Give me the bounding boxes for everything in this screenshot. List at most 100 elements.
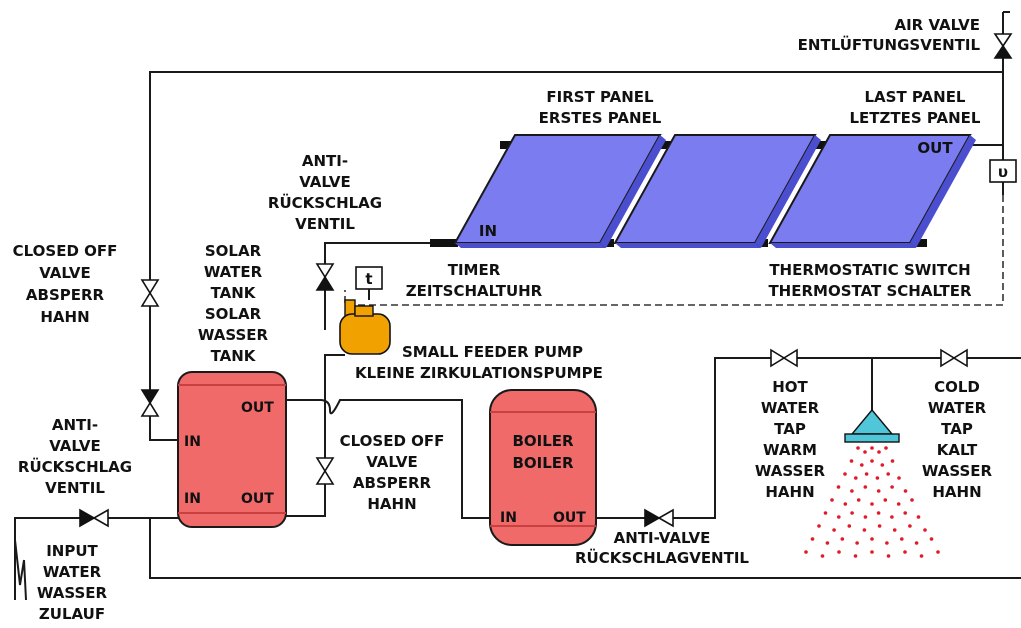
spray-drop: [886, 554, 891, 558]
solar-panel-1: [453, 134, 666, 248]
spray-drop: [855, 541, 859, 545]
anti-valve-left-label-3: VENTIL: [45, 479, 105, 497]
spray-drop: [870, 537, 874, 541]
labels: AIR VALVE ENTLÜFTUNGSVENTIL FIRST PANEL …: [13, 16, 993, 623]
air-valve-label-0: AIR VALVE: [894, 16, 980, 34]
closed-off-valve-left: [140, 279, 160, 307]
spray-drop: [864, 472, 869, 476]
hot-tap-label-4: WASSER: [755, 462, 826, 480]
spray-drop: [903, 511, 907, 515]
solar-tank-label-0: SOLAR: [205, 242, 262, 260]
timer-symbol: t: [365, 270, 372, 288]
pipe-pump-to-panels: [324, 242, 460, 330]
pipe-right-down: [970, 144, 1004, 195]
hot-tap-label-5: HAHN: [765, 483, 814, 501]
anti-valve-bottom-label-1: RÜCKSCHLAGVENTIL: [575, 548, 749, 567]
spray-drop: [856, 446, 860, 450]
spray-drop: [843, 502, 848, 506]
pump-label-0: SMALL FEEDER PUMP: [402, 343, 583, 361]
thermo-switch-label-0: THERMOSTATIC SWITCH: [769, 261, 970, 279]
spray-drop: [863, 485, 868, 489]
anti-valve-top-label-1: VALVE: [299, 173, 351, 191]
spray-drop: [825, 541, 830, 545]
spray-drop: [856, 498, 861, 502]
spray-drop: [876, 489, 881, 493]
feeder-pump: [339, 299, 391, 355]
spray-drop: [880, 463, 885, 467]
input-label-0: INPUT: [46, 542, 98, 560]
cold-tap-label-2: TAP: [941, 420, 973, 438]
panel-connector-2: [810, 141, 834, 149]
spray-drop: [916, 515, 921, 519]
pipe-bottom-return: [149, 518, 1021, 579]
spray-drop: [929, 537, 934, 541]
solar-tank-label-4: WASSER: [198, 326, 269, 344]
last-panel-label-1: LETZTES PANEL: [849, 109, 980, 127]
spray-drop: [836, 485, 841, 489]
input-label-2: WASSER: [37, 584, 108, 602]
spray-drop: [876, 511, 881, 515]
anti-valve-top: [315, 263, 335, 291]
hot-tap-label-1: WATER: [761, 399, 820, 417]
thermostat-icon: [989, 159, 1017, 183]
solar-panel-2: [613, 134, 821, 248]
air-valve: [993, 33, 1013, 59]
spray-drop: [849, 459, 854, 463]
closed-off-valve-middle: [315, 457, 335, 485]
first-panel-label-0: FIRST PANEL: [546, 88, 654, 106]
cold-water-tap: [940, 348, 968, 368]
spray-drop: [850, 511, 854, 515]
boiler-label-0: BOILER: [512, 432, 574, 450]
input-anti-valve: [79, 508, 109, 528]
spray-drop: [908, 524, 912, 528]
cold-tap-label-3: KALT: [937, 441, 978, 459]
spray-drop: [903, 489, 908, 493]
spray-drop: [843, 472, 847, 476]
spray-drop: [863, 450, 867, 454]
closed-off-left-label-1: VALVE: [39, 264, 91, 282]
first-panel-label-1: ERSTES PANEL: [539, 109, 662, 127]
spray-drop: [837, 550, 841, 554]
spray-drop: [892, 528, 897, 532]
cold-tap-label-4: WASSER: [922, 462, 993, 480]
closed-off-left-label-2: ABSPERR: [26, 286, 105, 304]
solar-tank-label-2: TANK: [211, 284, 257, 302]
panel-out-label: OUT: [917, 139, 953, 157]
tank-out-bottom-label: OUT: [241, 491, 274, 507]
spray-drop: [936, 550, 940, 554]
anti-valve-left-label-2: RÜCKSCHLAG: [18, 457, 132, 476]
input-squiggle: [14, 539, 27, 601]
spray-drop: [854, 476, 858, 480]
hot-tap-label-2: TAP: [774, 420, 806, 438]
input-label-3: ZULAUF: [39, 605, 105, 623]
anti-valve-top-label-2: RÜCKSCHLAG: [268, 193, 382, 212]
anti-valve-top-label-3: VENTIL: [295, 215, 355, 233]
anti-valve-top-label-0: ANTI-: [302, 152, 348, 170]
boiler-anti-valve: [644, 508, 674, 528]
anti-valve-left-label-1: VALVE: [49, 437, 101, 455]
spray-drop: [883, 498, 888, 502]
last-panel-label-0: LAST PANEL: [864, 88, 965, 106]
pump-label-1: KLEINE ZIRKULATIONSPUMPE: [355, 364, 603, 382]
spray-drop: [875, 476, 880, 480]
closed-off-left-label-3: HAHN: [40, 308, 89, 326]
closed-off-mid-label-0: CLOSED OFF: [340, 432, 445, 450]
spray-drop: [870, 459, 874, 463]
spray-drop: [862, 528, 867, 532]
spray-drop: [810, 537, 815, 541]
panel-in-label: IN: [479, 222, 497, 240]
tank-out-top-label: OUT: [241, 400, 274, 416]
spray-drop: [830, 498, 834, 502]
cold-tap-label-1: WATER: [928, 399, 987, 417]
thermo-switch-label-1: THERMOSTAT SCHALTER: [768, 282, 972, 300]
input-label-1: WATER: [43, 563, 102, 581]
anti-valve-left: [140, 389, 160, 417]
spray-drop: [919, 554, 924, 558]
pipe-tank-out-to-pump: [285, 354, 345, 517]
spray-drop: [900, 537, 904, 541]
spray-drop: [897, 476, 901, 480]
pipe-tank-to-boiler: [285, 399, 492, 519]
spray-drop: [914, 541, 919, 545]
spray-drop: [840, 537, 845, 541]
air-valve-label-1: ENTLÜFTUNGSVENTIL: [798, 35, 981, 54]
